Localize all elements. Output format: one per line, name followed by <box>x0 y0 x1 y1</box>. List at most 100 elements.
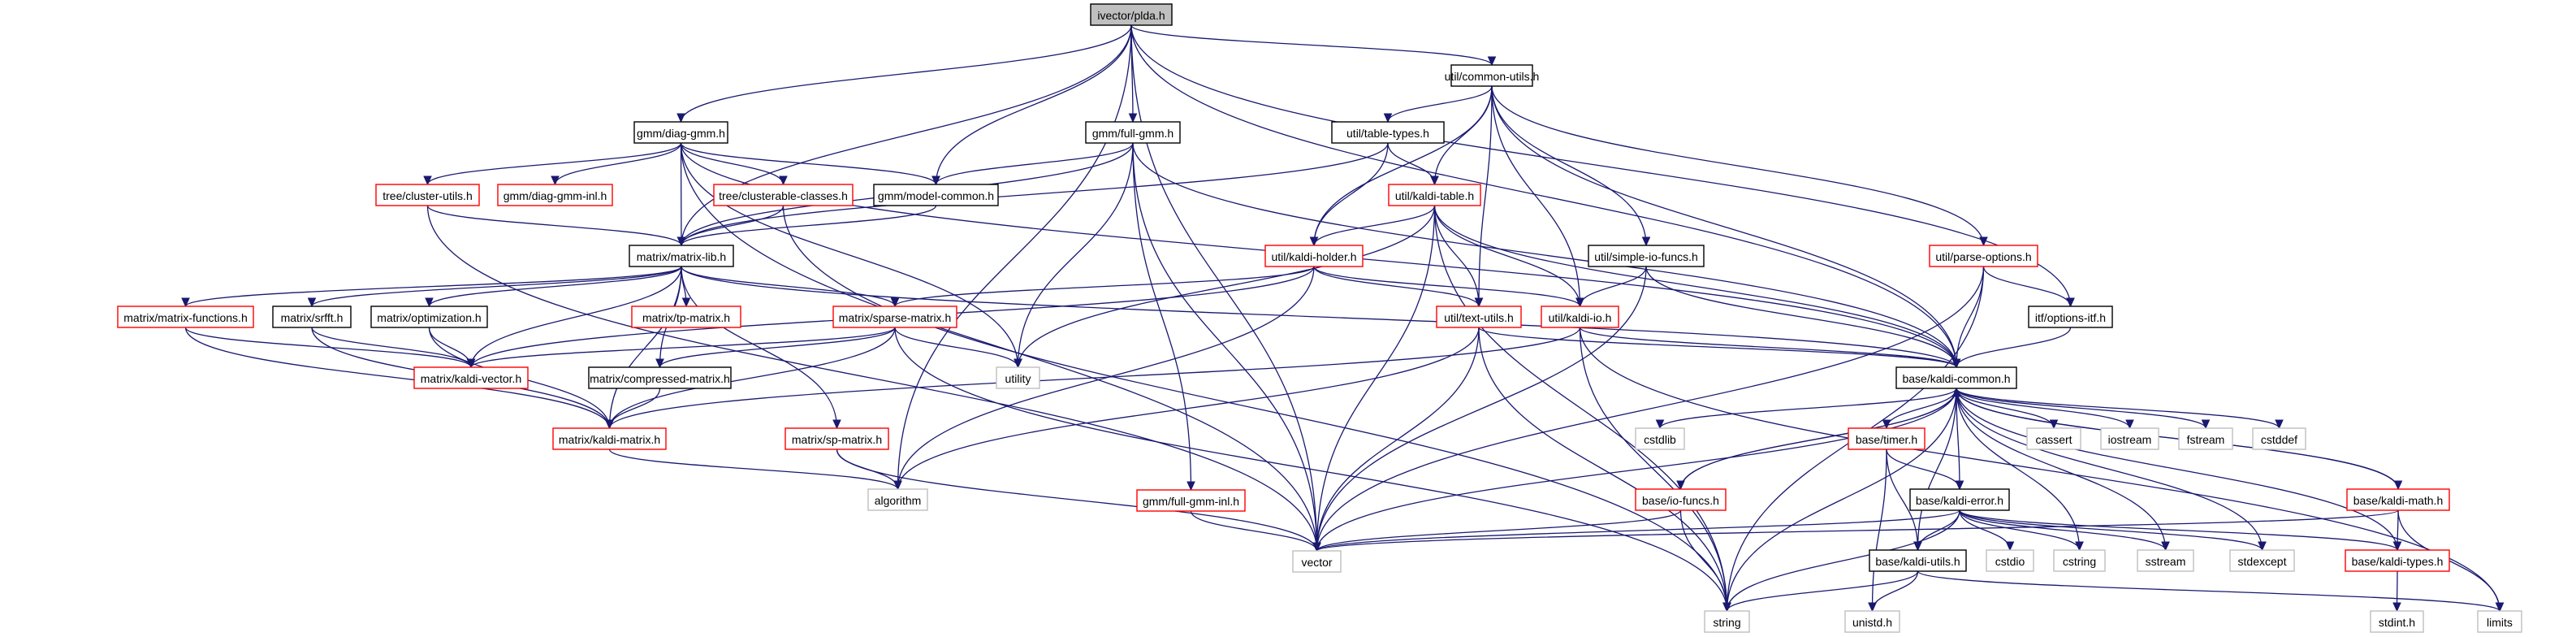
edge-kaldi_math-to-kaldi_common <box>1956 388 2399 490</box>
arrowhead-icon <box>893 480 902 491</box>
graph-node-table-types[interactable]: util/table-types.h <box>1331 121 1445 144</box>
graph-node-kaldi-types[interactable]: base/kaldi-types.h <box>2345 549 2450 572</box>
graph-node-sp-matrix[interactable]: matrix/sp-matrix.h <box>784 427 889 450</box>
edge-matrix_lib-to-sp_matrix <box>681 266 838 429</box>
arrowhead-icon <box>181 297 190 308</box>
node-box <box>2477 610 2522 633</box>
edge-plda-to-algorithm <box>897 24 1132 490</box>
node-label: tree/clusterable-classes.h <box>719 189 848 202</box>
edge-plda-to-kaldi_common <box>1130 24 1957 368</box>
graph-node-kaldi-vector[interactable]: matrix/kaldi-vector.h <box>413 366 529 389</box>
node-label: stdexcept <box>2238 555 2287 568</box>
graph-node-timer[interactable]: base/timer.h <box>1848 427 1926 450</box>
graph-node-tp-matrix[interactable]: matrix/tp-matrix.h <box>631 306 741 328</box>
edge-kaldi_error-to-string <box>1726 509 1960 612</box>
graph-node-kaldi-common[interactable]: base/kaldi-common.h <box>1895 366 2017 389</box>
graph-node-stdint: stdint.h <box>2370 610 2424 633</box>
graph-node-kaldi-utils[interactable]: base/kaldi-utils.h <box>1869 549 1967 572</box>
graph-node-kaldi-table[interactable]: util/kaldi-table.h <box>1388 184 1481 206</box>
arrowhead-icon <box>425 297 434 308</box>
graph-node-clusterable-classes[interactable]: tree/clusterable-classes.h <box>713 184 854 206</box>
arrowhead-icon <box>1128 113 1138 124</box>
node-label: base/kaldi-error.h <box>1916 494 2003 507</box>
node-label: cstring <box>2063 555 2096 568</box>
edge-kaldi_error-to-vector <box>1316 509 1960 552</box>
node-box <box>497 184 613 206</box>
graph-node-matrix-lib[interactable]: matrix/matrix-lib.h <box>629 245 734 267</box>
graph-node-cassert: cassert <box>2026 427 2081 450</box>
node-label: matrix/matrix-lib.h <box>637 250 726 263</box>
graph-node-io-funcs[interactable]: base/io-funcs.h <box>1635 488 1727 511</box>
graph-node-srfft[interactable]: matrix/srfft.h <box>272 306 352 328</box>
edge-common_utils-to-kaldi_holder <box>1313 85 1493 246</box>
arrowhead-icon <box>2392 541 2402 552</box>
graph-node-parse-options[interactable]: util/parse-options.h <box>1929 245 2038 267</box>
node-box <box>873 184 999 206</box>
edge-full_gmm-to-model_common <box>935 142 1134 185</box>
graph-node-cluster-utils[interactable]: tree/cluster-utils.h <box>375 184 480 206</box>
edge-kaldi_holder-to-sparse_matrix <box>894 266 1315 307</box>
graph-node-kaldi-matrix[interactable]: matrix/kaldi-matrix.h <box>552 427 667 450</box>
edge-kaldi_error-to-sstream <box>1959 509 2167 551</box>
graph-node-kaldi-math[interactable]: base/kaldi-math.h <box>2346 488 2450 511</box>
graph-node-compressed-matrix[interactable]: matrix/compressed-matrix.h <box>588 366 732 389</box>
node-box <box>2178 427 2233 450</box>
node-label: util/parse-options.h <box>1935 250 2031 263</box>
graph-node-model-common[interactable]: gmm/model-common.h <box>873 184 999 206</box>
graph-node-limits: limits <box>2477 610 2522 633</box>
node-label: util/simple-io-funcs.h <box>1594 250 1698 263</box>
edge-timer-to-kaldi_utils <box>1886 448 1919 551</box>
edge-kaldi_table-to-kaldi_common <box>1433 205 1957 368</box>
graph-node-text-utils[interactable]: util/text-utils.h <box>1436 306 1522 328</box>
node-label: gmm/full-gmm-inl.h <box>1143 495 1239 508</box>
node-label: itf/options-itf.h <box>2035 311 2106 324</box>
edge-text_utils-to-string <box>1478 327 1728 612</box>
edge-diag_gmm-to-cluster_utils <box>426 142 682 185</box>
node-label: string <box>1713 616 1740 629</box>
graph-node-full-gmm-inl[interactable]: gmm/full-gmm-inl.h <box>1136 489 1246 512</box>
graph-node-common-utils[interactable]: util/common-utils.h <box>1445 64 1540 87</box>
arrowhead-icon <box>2275 419 2284 430</box>
graph-node-matrix-functions[interactable]: matrix/matrix-functions.h <box>117 306 254 328</box>
node-box <box>1090 3 1173 26</box>
edge-kaldi_holder-to-kaldi_io <box>1313 266 1581 307</box>
graph-node-kaldi-io[interactable]: util/kaldi-io.h <box>1541 306 1619 328</box>
arrowhead-icon <box>1430 176 1439 186</box>
edge-matrix_lib-to-sparse_matrix <box>681 266 896 307</box>
graph-node-diag-gmm[interactable]: gmm/diag-gmm.h <box>633 121 728 144</box>
arrowhead-icon <box>1309 236 1319 247</box>
graph-node-options-itf[interactable]: itf/options-itf.h <box>2028 306 2113 328</box>
graph-node-simple-io-funcs[interactable]: util/simple-io-funcs.h <box>1588 245 1705 267</box>
graph-node-optimization[interactable]: matrix/optimization.h <box>370 306 488 328</box>
node-label: limits <box>2487 616 2513 629</box>
graph-node-sparse-matrix[interactable]: matrix/sparse-matrix.h <box>832 306 957 328</box>
node-label: base/kaldi-common.h <box>1902 372 2010 385</box>
graph-node-diag-gmm-inl[interactable]: gmm/diag-gmm-inl.h <box>497 184 613 206</box>
graph-node-string: string <box>1704 610 1750 633</box>
node-label: util/text-utils.h <box>1444 311 1514 324</box>
edge-common_utils-to-table_types <box>1387 85 1493 123</box>
edge-plda-to-diag_gmm <box>680 24 1132 123</box>
arrowhead-icon <box>1312 542 1321 552</box>
node-box <box>2028 306 2113 328</box>
graph-node-full-gmm[interactable]: gmm/full-gmm.h <box>1085 121 1181 144</box>
graph-node-stdexcept: stdexcept <box>2229 549 2295 572</box>
edge-options_itf-to-kaldi_common <box>1956 327 2072 368</box>
graph-node-kaldi-error[interactable]: base/kaldi-error.h <box>1909 488 2010 511</box>
node-box <box>1450 64 1533 87</box>
graph-node-kaldi-holder[interactable]: util/kaldi-holder.h <box>1264 245 1364 267</box>
edge-sparse_matrix-to-compressed_matrix <box>659 327 896 368</box>
arrowhead-icon <box>1722 602 1731 613</box>
edge-full_gmm-to-vector <box>1132 142 1318 552</box>
graph-node-plda[interactable]: ivector/plda.h <box>1090 3 1173 26</box>
edge-table_types-to-kaldi_holder <box>1313 142 1389 246</box>
graph-node-algorithm: algorithm <box>867 488 928 511</box>
node-label: matrix/optimization.h <box>377 311 481 324</box>
node-box <box>1541 306 1619 328</box>
node-box <box>2346 488 2450 511</box>
edge-kaldi_error-to-stdexcept <box>1959 509 2263 551</box>
node-box <box>1909 488 2010 511</box>
edge-matrix_lib-to-srfft <box>311 266 682 307</box>
edge-parse_options-to-vector <box>1316 266 1985 552</box>
